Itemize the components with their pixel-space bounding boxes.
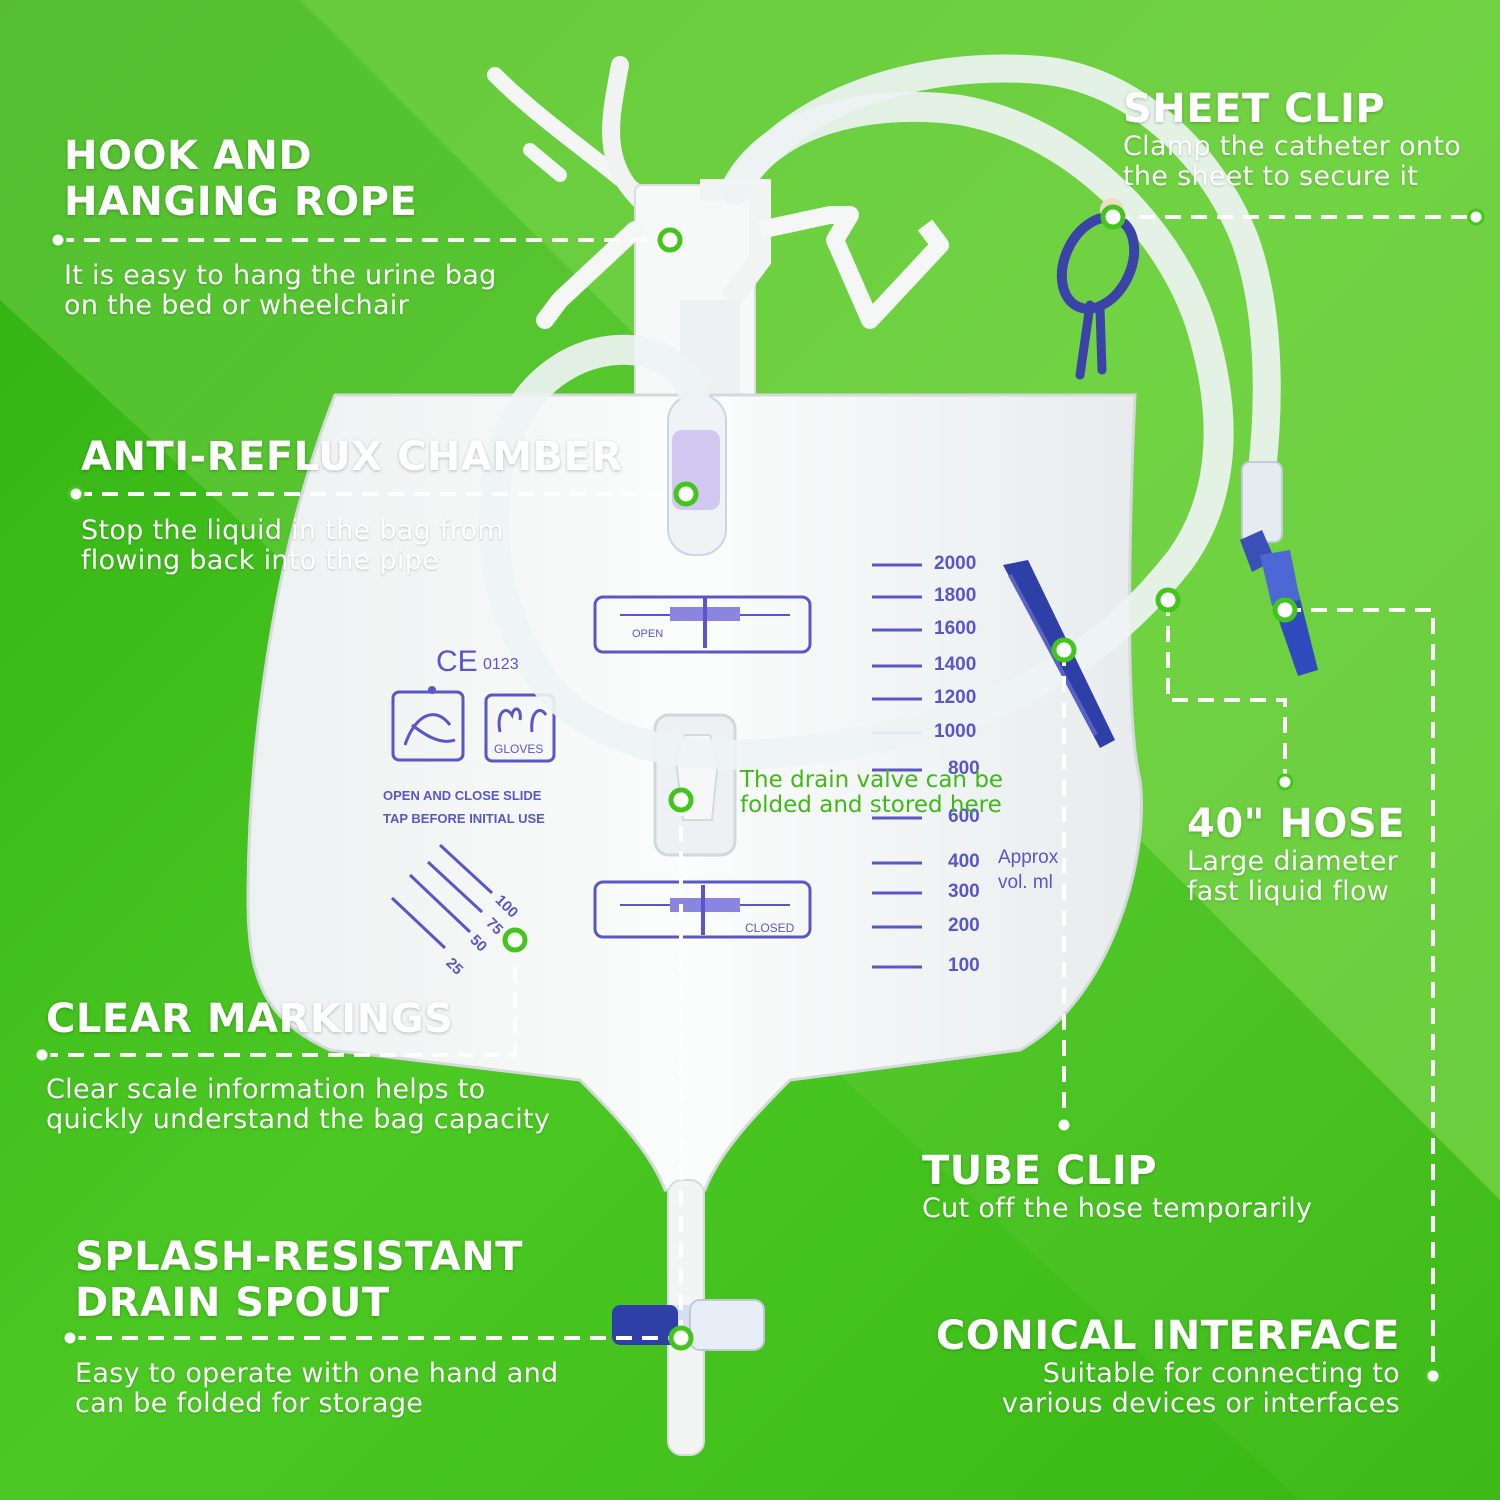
scale-label: 300 [948,881,980,902]
anti-reflux-chamber [667,394,727,556]
markings-desc-line-2: quickly understand the bag capacity [46,1104,551,1135]
scale-label: 1200 [934,687,977,708]
volume-label-line-1: Approx [998,847,1059,868]
markings-title: CLEAR MARKINGS [46,996,454,1042]
leader-lines [42,215,1476,1376]
callout-anti-reflux: ANTI-REFLUX CHAMBER [81,434,623,480]
leader-endpoints [33,208,1485,1385]
conical-desc-line-2: various devices or interfaces [1001,1388,1400,1419]
hook-desc-line-2: on the bed or wheelchair [64,290,410,321]
scale-label: 400 [948,851,980,872]
valve-closed-label: CLOSED [745,921,795,935]
valve-open-diagram [593,595,812,654]
background-light-band [0,0,1500,1200]
corner-scale-lines [390,843,494,950]
drain-valve-icon [612,1299,765,1351]
spout-desc-line-1: Easy to operate with one hand and [75,1358,559,1389]
callout-markings-desc: Clear scale information helps to quickly… [46,1075,550,1135]
callout-hose: 40" HOSE Large diameter fast liquid flow [1187,801,1405,907]
markings-desc-line-1: Clear scale information helps to [46,1074,486,1105]
hook-desc-line-1: It is easy to hang the urine bag [64,260,497,291]
callout-markings: CLEAR MARKINGS [46,996,453,1042]
scale-label: 100 [948,955,980,976]
ce-mark: CE [436,645,478,678]
spout-desc-line-2: can be folded for storage [75,1388,424,1419]
anti-reflux-desc-line-2: flowing back into the pipe [81,545,440,576]
callout-sheet-clip: SHEET CLIP Clamp the catheter onto the s… [1123,86,1461,192]
drain-note: The drain valve can be folded and stored… [740,768,1003,818]
callout-hook: HOOK AND HANGING ROPE [64,133,417,225]
valve-closed-diagram [593,880,812,939]
spout-title-line-2: DRAIN SPOUT [75,1280,390,1326]
callout-hook-desc: It is easy to hang the urine bag on the … [64,261,497,321]
scale-label: 1600 [934,618,977,639]
hanging-rope [487,56,649,209]
hose [478,54,1283,770]
tube-clip-desc: Cut off the hose temporarily [922,1193,1313,1224]
scale-label: 600 [948,806,980,827]
callout-tube-clip: TUBE CLIP Cut off the hose temporarily [922,1148,1312,1224]
scale-label: 800 [948,758,980,779]
anti-reflux-title: ANTI-REFLUX CHAMBER [81,434,623,480]
conical-title: CONICAL INTERFACE [935,1313,1400,1359]
tube-clip-title: TUBE CLIP [922,1148,1158,1194]
volume-label-line-2: vol. ml [998,872,1053,893]
sheet-clip-title: SHEET CLIP [1123,86,1386,132]
callout-spout-desc: Easy to operate with one hand and can be… [75,1359,559,1419]
sheet-clip-desc-line-1: Clamp the catheter onto [1123,131,1462,162]
anti-reflux-desc-line-1: Stop the liquid in the bag from [81,515,504,546]
sheet-clip-desc-line-2: the sheet to secure it [1123,161,1419,192]
drain-note-line-2: folded and stored here [740,792,1002,818]
scale-label: 1000 [934,721,977,742]
scale-label: 1400 [934,654,977,675]
callout-spout: SPLASH-RESISTANT DRAIN SPOUT [75,1234,523,1326]
leader-targets [502,204,1298,1351]
callout-conical: CONICAL INTERFACE Suitable for connectin… [936,1313,1400,1419]
ce-number: 0123 [483,656,519,673]
hose-desc-line-2: fast liquid flow [1187,876,1390,907]
scale-label: 1800 [934,585,977,606]
scale-label: 2000 [934,553,977,574]
drain-note-line-1: The drain valve can be [740,767,1004,793]
hose-title: 40" HOSE [1187,801,1406,847]
hook-title-line-1: HOOK AND [64,133,313,179]
scale-label: 200 [948,915,980,936]
instruction-line-2: TAP BEFORE INITIAL USE [383,811,545,826]
conical-desc-line-1: Suitable for connecting to [1042,1358,1400,1389]
gloves-icon [484,693,556,763]
gloves-label: GLOVES [494,742,544,756]
spout-title-line-1: SPLASH-RESISTANT [75,1234,523,1280]
hose-desc-line-1: Large diameter [1187,846,1399,877]
instruction-line-1: OPEN AND CLOSE SLIDE [383,788,542,803]
hand-wash-icon [391,686,465,762]
valve-open-label: OPEN [632,628,664,640]
hook-title-line-2: HANGING ROPE [64,179,418,225]
callout-anti-reflux-desc: Stop the liquid in the bag from flowing … [81,516,504,576]
